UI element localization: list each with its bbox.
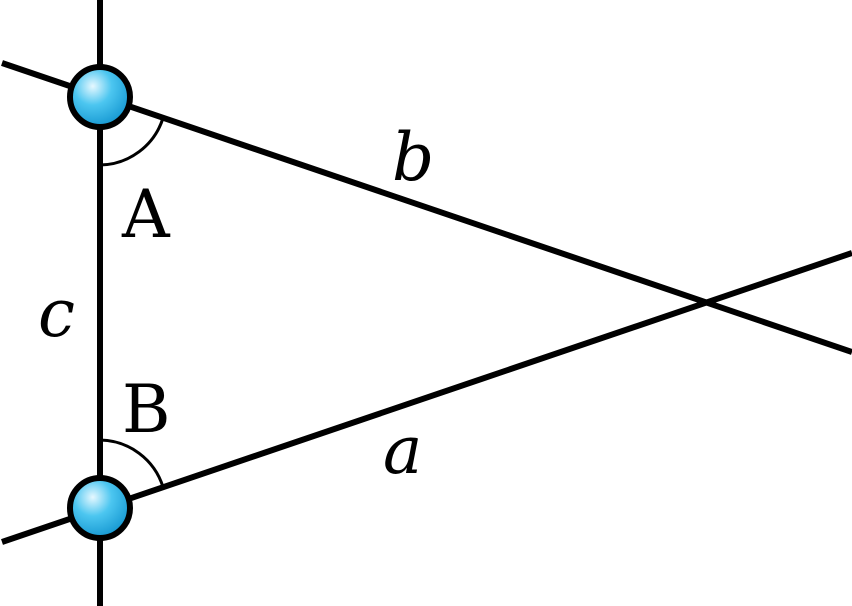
side-a-line (1, 250, 852, 545)
vertex-point-top (67, 64, 133, 130)
angle-B-arc (99, 438, 165, 488)
side-c-label: c (38, 275, 75, 352)
angle-A-label: A (121, 176, 171, 253)
vertex-point-bottom (67, 475, 133, 541)
angle-A-arc (99, 117, 165, 167)
side-b-label: b (392, 119, 434, 196)
side-a-label: a (383, 412, 422, 489)
angle-B-label: B (122, 371, 171, 448)
